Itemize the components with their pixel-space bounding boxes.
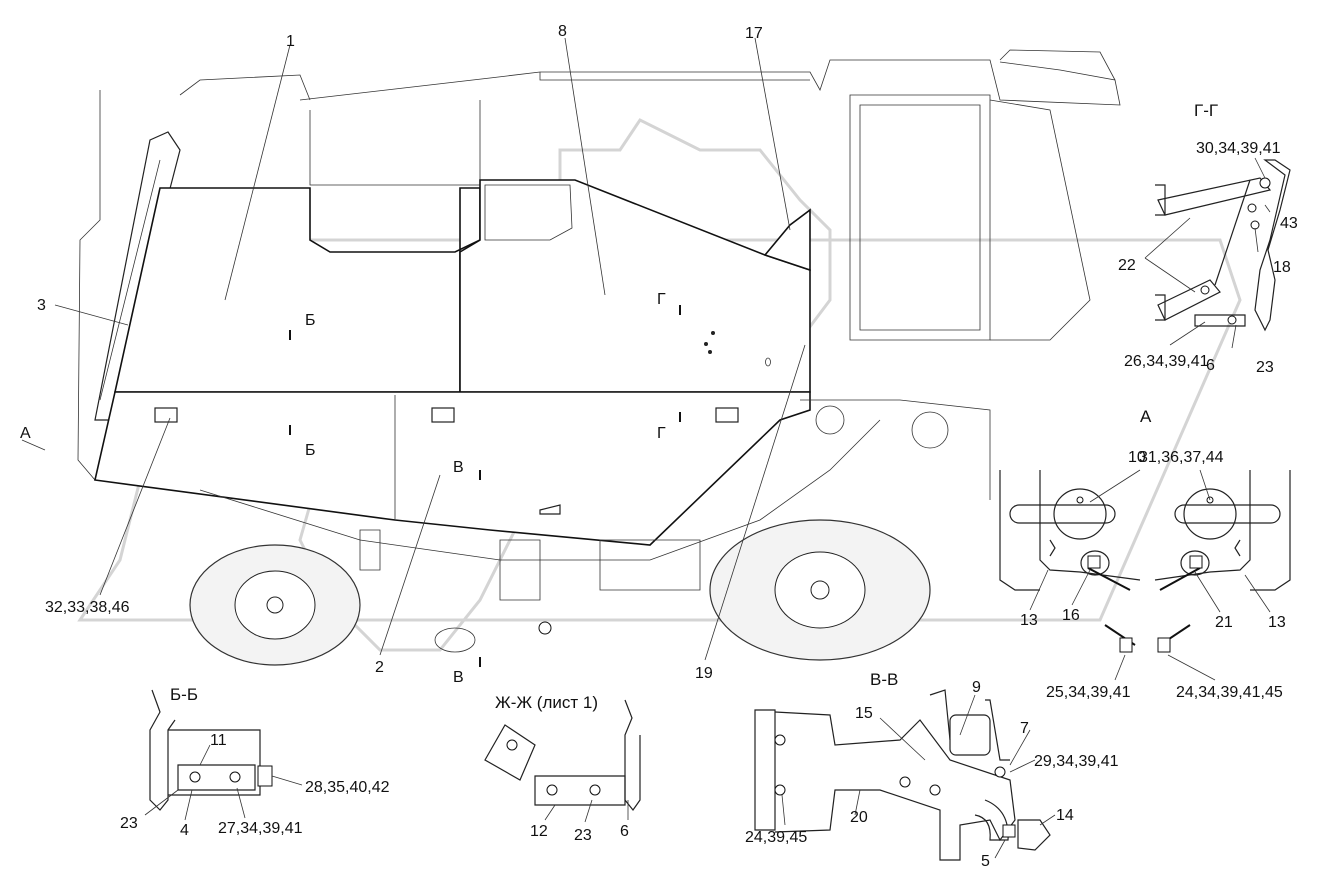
callout-bb-23: 23 — [120, 815, 138, 832]
callout-bb-27: 27,34,39,41 — [218, 820, 303, 837]
callout-a-16: 16 — [1062, 607, 1080, 624]
marker-a: А — [20, 425, 31, 442]
callout-vv-9: 9 — [972, 679, 981, 696]
callout-g-43: 43 — [1280, 215, 1298, 232]
panel-window-right — [715, 407, 739, 423]
marker-b-bottom: Б — [305, 442, 316, 459]
labels: 1 8 17 3 32,33,38,46 2 19 А Б Б В В Г Г … — [20, 23, 1298, 870]
callout-zh-12: 12 — [530, 823, 548, 840]
callout-vv-15: 15 — [855, 705, 873, 722]
callout-vv-5: 5 — [981, 853, 990, 870]
title-section-v-v: В-В — [870, 670, 898, 689]
callout-bb-11: 11 — [210, 732, 227, 749]
section-b-b — [144, 689, 303, 821]
callout-g-30: 30,34,39,41 — [1196, 140, 1281, 157]
callout-vv-7: 7 — [1020, 720, 1029, 737]
callout-17: 17 — [745, 25, 763, 42]
callout-8: 8 — [558, 23, 567, 40]
callout-a-25: 25,34,39,41 — [1046, 684, 1131, 701]
view-a — [999, 469, 1291, 681]
callout-a-13-right: 13 — [1268, 614, 1286, 631]
callout-vv-14: 14 — [1056, 807, 1074, 824]
title-section-zh-zh: Ж-Ж (лист 1) — [495, 693, 598, 712]
combine-side-view — [21, 37, 1121, 667]
callout-32: 32,33,38,46 — [45, 599, 130, 616]
handle-left — [1009, 504, 1116, 524]
damper-block — [949, 714, 991, 756]
callout-zh-23: 23 — [574, 827, 592, 844]
callout-3: 3 — [37, 297, 46, 314]
section-zh-zh — [484, 699, 641, 823]
callout-a-10: 10 — [1128, 449, 1146, 466]
marker-g-top: Г — [657, 291, 666, 308]
callout-a-13-left: 13 — [1020, 612, 1038, 629]
marker-v-top: В — [453, 459, 464, 476]
callout-g-22: 22 — [1118, 257, 1136, 274]
callout-g-6: 6 — [1206, 357, 1215, 374]
callout-a-31: 31,36,37,44 — [1139, 449, 1224, 466]
marker-v-bottom: В — [453, 669, 464, 686]
callout-vv-29: 29,34,39,41 — [1034, 753, 1119, 770]
title-view-a: А — [1140, 407, 1152, 426]
section-v-v — [754, 689, 1056, 861]
marker-g-bottom: Г — [657, 425, 666, 442]
callout-a-21: 21 — [1215, 614, 1233, 631]
callout-vv-24: 24,39,45 — [745, 829, 807, 846]
callout-g-26: 26,34,39,41 — [1124, 353, 1209, 370]
callout-19: 19 — [695, 665, 713, 682]
callout-a-24: 24,34,39,41,45 — [1176, 684, 1283, 701]
callout-g-18: 18 — [1273, 259, 1291, 276]
callout-bb-4: 4 — [180, 822, 189, 839]
callout-zh-6: 6 — [620, 823, 629, 840]
marker-b-top: Б — [305, 312, 316, 329]
callout-1: 1 — [286, 33, 295, 50]
title-section-b-b: Б-Б — [170, 685, 198, 704]
callout-bb-28: 28,35,40,42 — [305, 779, 390, 796]
section-g-g — [1144, 157, 1291, 349]
panel-window-middle — [431, 407, 455, 423]
title-section-g-g: Г-Г — [1194, 101, 1218, 120]
panel-window-left — [154, 407, 178, 423]
handle-right — [1174, 504, 1281, 524]
callout-g-23: 23 — [1256, 359, 1274, 376]
callout-2: 2 — [375, 659, 384, 676]
callout-vv-20: 20 — [850, 809, 868, 826]
